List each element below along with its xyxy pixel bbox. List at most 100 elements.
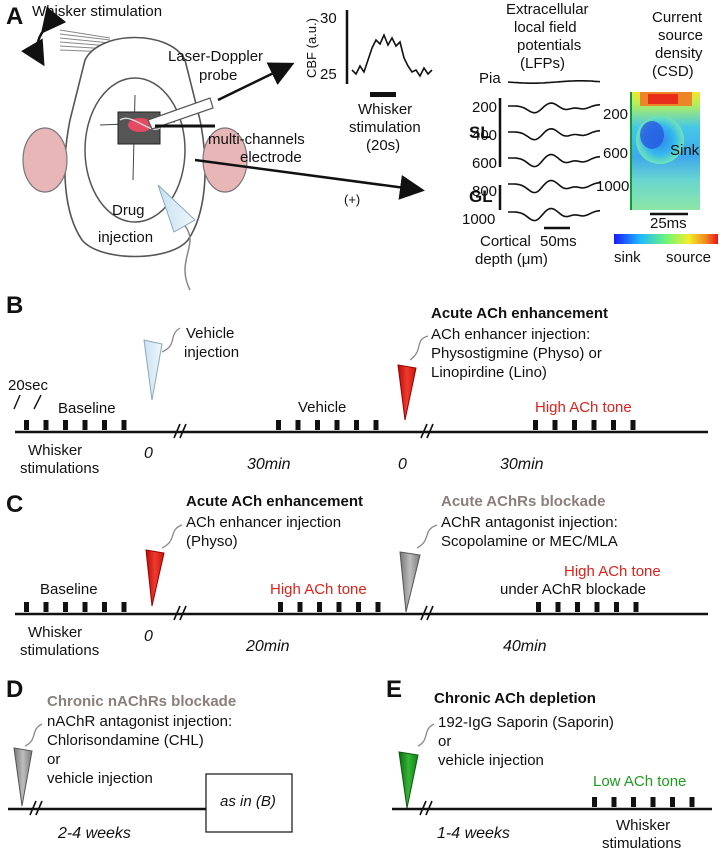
lfp-trace	[508, 207, 601, 222]
c-under-blockade: under AChR blockade	[500, 581, 646, 598]
b-interval-mark-2	[33, 394, 42, 410]
e-whisker-2: stimulations	[602, 835, 681, 852]
d-box-label: as in (B)	[220, 793, 276, 810]
c-timeline	[15, 605, 708, 621]
stim-tick	[336, 602, 342, 612]
c-acute-title: Acute ACh enhancement	[186, 493, 363, 510]
stim-tick	[536, 602, 541, 612]
b-acute-title: Acute ACh enhancement	[431, 305, 608, 322]
vehicle-syringe-icon	[143, 339, 163, 401]
csd-heatmap	[630, 92, 700, 210]
cbf-stim-label-1: Whisker	[358, 101, 412, 118]
stim-tick	[43, 420, 49, 430]
cbf-stim-bar	[370, 92, 396, 97]
d-grey-syringe-icon	[13, 747, 33, 807]
stim-tick	[533, 420, 538, 430]
b-time-0b: 0	[398, 456, 407, 473]
vehicle-injection-label-1: Vehicle	[186, 325, 234, 342]
stim-tick	[63, 420, 68, 430]
probe-arrow-icon	[217, 62, 295, 102]
csd-title-4: (CSD)	[652, 63, 694, 80]
stim-tick	[591, 420, 597, 430]
b-stim-ticks	[24, 420, 636, 430]
d-title: Chronic nAChRs blockade	[47, 693, 236, 710]
e-green-tube-icon	[417, 723, 435, 747]
b-acute-line-2: Physostigmine (Physo) or	[431, 345, 602, 362]
e-low-ach: Low ACh tone	[593, 773, 686, 790]
c-grey-tube-icon	[416, 524, 438, 549]
panel-c-label: C	[6, 491, 23, 518]
c-block-line-2: Scopolamine or MEC/MLA	[441, 533, 618, 550]
stim-tick	[278, 602, 283, 612]
c-acute-line-2: (Physo)	[186, 533, 238, 550]
stim-tick	[102, 420, 107, 430]
drug-tube-icon	[184, 225, 191, 291]
lfp-title-2: local field	[514, 19, 577, 36]
c-block-title: Acute AChRs blockade	[441, 493, 605, 510]
lfp-scale-label: 50ms	[540, 233, 577, 250]
lfp-depth-label-1: Cortical	[480, 233, 531, 250]
d-line-4: vehicle injection	[47, 770, 153, 787]
stim-tick	[375, 602, 381, 612]
e-stim-ticks	[592, 797, 695, 807]
stim-tick	[24, 420, 29, 430]
lfp-trace	[508, 153, 601, 168]
cbf-tick-30: 30	[320, 10, 337, 27]
stim-tick	[611, 420, 616, 430]
d-line-1: nAChR antagonist injection:	[47, 713, 232, 730]
vehicle-injection-label-2: injection	[184, 344, 239, 361]
b-time-30min-b: 30min	[500, 456, 544, 473]
csd-depth-200: 200	[603, 106, 628, 123]
lfp-depth-200: 200	[472, 99, 497, 116]
cbf-stim-label-3: (20s)	[366, 137, 400, 154]
cbf-ylabel: CBF (a.u.)	[304, 18, 319, 78]
panel-d-label: D	[6, 676, 23, 703]
b-acute-line-1: ACh enhancer injection:	[431, 326, 590, 343]
stim-tick	[276, 420, 281, 430]
csd-scale-label: 25ms	[650, 215, 687, 232]
whisker-stimulation-label: Whisker stimulation	[32, 3, 162, 20]
c-stim-ticks	[24, 602, 639, 612]
b-time-30min: 30min	[247, 456, 291, 473]
lfp-traces	[507, 80, 601, 222]
e-title: Chronic ACh depletion	[434, 690, 596, 707]
stim-tick	[575, 602, 580, 612]
panel-e-label: E	[386, 676, 402, 703]
stim-tick	[630, 420, 636, 430]
b-whisker-1: Whisker	[28, 442, 82, 459]
c-grey-syringe-icon	[399, 551, 421, 613]
stim-tick	[121, 420, 127, 430]
c-baseline: Baseline	[40, 581, 98, 598]
electrode-label-2: electrode	[240, 149, 302, 166]
laser-doppler-probe-icon	[147, 97, 214, 130]
b-vehicle: Vehicle	[298, 399, 346, 416]
stim-tick	[633, 602, 639, 612]
b-interval-mark-1	[13, 394, 21, 410]
csd-depth-600: 600	[603, 145, 628, 162]
stim-tick	[315, 420, 320, 430]
c-time-40min: 40min	[503, 638, 547, 655]
lfp-trace	[508, 179, 601, 194]
stim-tick	[82, 602, 88, 612]
lfp-trace	[508, 102, 601, 114]
lfp-title-4: (LFPs)	[520, 55, 565, 72]
stim-tick	[82, 420, 88, 430]
e-line-3: vehicle injection	[438, 752, 544, 769]
e-green-syringe-icon	[398, 751, 419, 809]
d-grey-tube-icon	[24, 723, 43, 747]
stim-tick	[611, 797, 617, 807]
lfp-depth-400: 400	[472, 127, 497, 144]
lfp-depth-800: 800	[472, 183, 497, 200]
d-line-3: or	[47, 751, 60, 768]
b-interval-label: 20sec	[8, 377, 49, 394]
lfp-trace	[507, 80, 601, 84]
drug-injection-label-1: Drug	[112, 202, 145, 219]
stim-tick	[297, 602, 303, 612]
e-line-2: or	[438, 733, 451, 750]
stim-tick	[354, 420, 359, 430]
panel-b-label: B	[6, 292, 23, 319]
stim-tick	[670, 797, 675, 807]
stim-tick	[650, 797, 656, 807]
csd-title-1: Current	[652, 9, 703, 26]
